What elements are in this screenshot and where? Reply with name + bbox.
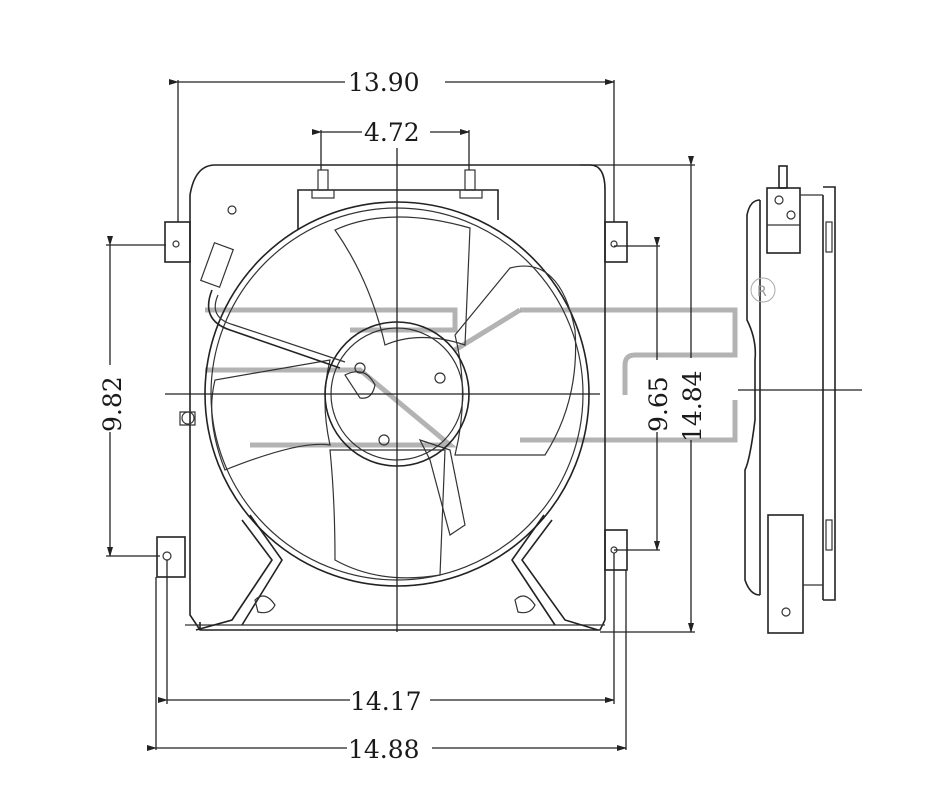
- centerlines: [165, 148, 862, 632]
- svg-text:9.65: 9.65: [644, 376, 673, 432]
- svg-text:14.88: 14.88: [348, 735, 420, 764]
- wire-harness: [199, 242, 346, 369]
- dim-top-overall-width: 13.90: [169, 68, 615, 222]
- dim-left-mount-height: 9.82: [98, 236, 166, 557]
- side-view: [744, 165, 836, 634]
- dim-overall-height: 14.84: [580, 156, 707, 633]
- svg-text:14.84: 14.84: [678, 370, 707, 442]
- svg-text:13.90: 13.90: [348, 68, 420, 97]
- registered-mark: R: [750, 277, 776, 303]
- mount-tabs: [156, 221, 628, 578]
- watermark-logo: [205, 307, 738, 448]
- dim-bottom-mount-spacing: 14.17: [158, 553, 615, 716]
- dim-right-mount-height: 9.65: [614, 237, 673, 551]
- dim-motor-mount-spacing: 4.72: [312, 118, 470, 170]
- dim-bottom-overall-width: 14.88: [147, 570, 627, 764]
- bottom-feet: [195, 514, 599, 631]
- svg-text:R: R: [757, 284, 767, 300]
- svg-text:9.82: 9.82: [98, 376, 127, 432]
- svg-text:4.72: 4.72: [364, 118, 420, 147]
- svg-text:14.17: 14.17: [350, 687, 422, 716]
